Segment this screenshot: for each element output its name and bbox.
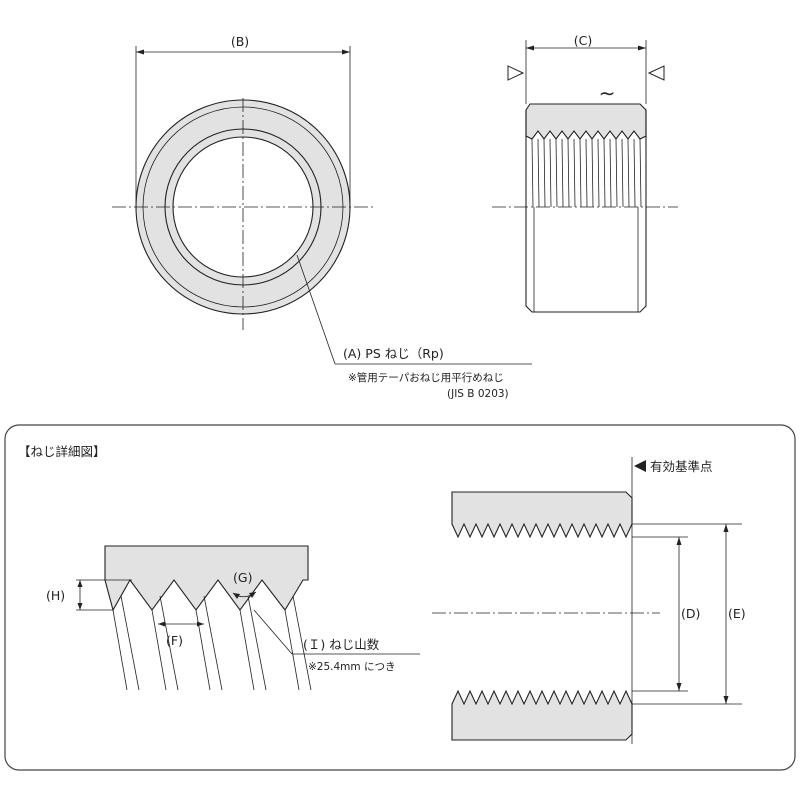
dim-h-arrow-bottom <box>77 603 83 610</box>
callout-a-standard: (JIS B 0203) <box>447 388 509 400</box>
thread-flank-line <box>203 595 223 691</box>
thread-flank-line <box>151 609 167 691</box>
side-thread-line <box>531 138 534 208</box>
dim-g-arrow-right <box>249 592 256 598</box>
side-thread-line <box>633 138 636 208</box>
callout-i-note: ※25.4mm につき <box>308 661 395 673</box>
dim-b-arrow-left <box>136 49 144 55</box>
callout-a-note: ※管用テーパおねじ用平行めねじ <box>348 371 504 384</box>
detail-title: 【ねじ詳細図】 <box>18 444 106 459</box>
dim-c-arrow-right <box>638 45 646 51</box>
dim-h-arrow-top <box>77 580 83 587</box>
dim-d-label: (D) <box>681 606 700 621</box>
thread-flank-line <box>284 609 300 691</box>
side-thread-line <box>591 138 594 208</box>
callout-a-title: (A) PS ねじ（Rp) <box>343 346 444 361</box>
section-detail: 有効基準点 (D) (E) <box>432 457 746 744</box>
side-body-outline <box>525 110 647 313</box>
thread-flank-line <box>112 609 128 691</box>
side-view: (C) ∼ <box>492 33 678 313</box>
callout-i-title: (Ｉ) ねじ山数 <box>303 637 380 652</box>
thread-flank-line <box>159 595 179 691</box>
side-thread-lines <box>531 138 642 208</box>
thread-detail: (H) (G) (F) (Ｉ) ねじ山数 ※25.4mm につき <box>46 545 420 691</box>
dim-f-arrow-left <box>158 621 165 627</box>
surface-finish-mark: ∼ <box>599 81 616 105</box>
side-upper-section <box>525 103 647 140</box>
side-thread-line <box>543 138 546 208</box>
dim-g-label: (G) <box>233 570 252 585</box>
thread-flank-line <box>247 595 267 691</box>
thread-profile-fill <box>104 545 309 612</box>
side-thread-line <box>561 138 564 208</box>
dim-d-arrow-bottom <box>676 683 682 691</box>
thread-flank-line <box>239 609 255 691</box>
callout-a-leader <box>296 254 336 365</box>
dim-c-arrow-left <box>526 45 534 51</box>
section-bottom-wall <box>451 689 633 741</box>
dim-f-label: (F) <box>166 633 183 648</box>
side-thread-line <box>585 138 588 208</box>
side-thread-line <box>537 138 540 208</box>
side-thread-line <box>567 138 570 208</box>
side-thread-line <box>603 138 606 208</box>
dim-e-label: (E) <box>728 606 746 621</box>
datum-label: 有効基準点 <box>650 459 713 474</box>
dim-c-label: (C) <box>574 33 592 48</box>
datum-arrow <box>634 460 646 472</box>
side-thread-line <box>549 138 552 208</box>
side-thread-line <box>609 138 612 208</box>
dim-e-arrow-top <box>723 524 729 532</box>
side-thread-line <box>555 138 558 208</box>
callout-i-leader <box>253 609 293 655</box>
side-thread-line <box>573 138 576 208</box>
thread-flank-line <box>292 595 312 691</box>
datum-triangle-right <box>647 65 665 81</box>
front-view: (B) (A) PS ねじ（Rp) ※管用テーパおねじ用平行めねじ (JIS B… <box>112 34 532 400</box>
side-thread-line <box>627 138 630 208</box>
detail-frame <box>4 424 796 771</box>
dim-b-label: (B) <box>231 34 249 49</box>
dim-d-arrow-top <box>676 537 682 545</box>
datum-triangle-left <box>507 65 525 81</box>
side-thread-line <box>579 138 582 208</box>
thread-flank-line <box>120 595 140 691</box>
side-thread-line <box>621 138 624 208</box>
side-thread-line <box>597 138 600 208</box>
dim-f-arrow-right <box>197 621 204 627</box>
dim-e-arrow-bottom <box>723 696 729 704</box>
dim-h-label: (H) <box>46 588 65 603</box>
section-top-wall <box>451 491 633 539</box>
dim-b-arrow-right <box>342 49 350 55</box>
side-thread-line <box>639 138 642 208</box>
side-thread-line <box>615 138 618 208</box>
dim-g-arrow-left <box>233 593 240 599</box>
